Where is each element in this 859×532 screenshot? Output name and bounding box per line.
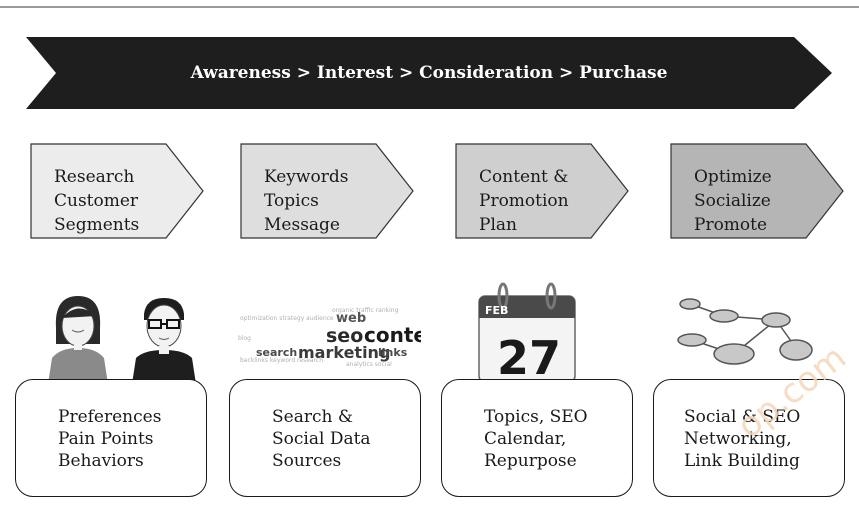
step-line: Socialize (694, 191, 771, 211)
step-line: Keywords (264, 167, 349, 187)
word-cloud-icon: optimization strategy audience organic t… (236, 300, 421, 372)
svg-text:backlinks keyword research: backlinks keyword research (240, 357, 323, 364)
word-cloud-word: web (336, 311, 366, 326)
card-line: Search & (272, 407, 353, 427)
network-icon (677, 298, 813, 365)
step-line: Message (264, 215, 340, 235)
word-cloud-word: search (256, 346, 297, 359)
step-line: Promotion (479, 191, 569, 211)
card-line: Topics, SEO (484, 407, 588, 427)
step-line: Content & (479, 167, 569, 187)
card-line: Repurpose (484, 451, 577, 471)
step-line: Optimize (694, 167, 772, 187)
step-optimize: Optimize Socialize Promote (670, 143, 844, 239)
step-line: Segments (54, 215, 140, 235)
card-topics: Topics, SEO Calendar, Repurpose (441, 379, 633, 497)
step-label: Content & Promotion Plan (479, 165, 589, 237)
card-line: Behaviors (58, 451, 144, 471)
funnel-banner: Awareness > Interest > Consideration > P… (26, 37, 832, 109)
card-line: Link Building (684, 451, 800, 471)
card-line: Social Data (272, 429, 371, 449)
word-cloud-word: links (378, 346, 408, 359)
people-icon (48, 296, 196, 384)
card-text: Search & Social Data Sources (272, 406, 422, 472)
card-audience: Preferences Pain Points Behaviors (15, 379, 207, 497)
banner-arrow-shape (26, 37, 832, 109)
svg-text:organic traffic ranking: organic traffic ranking (332, 307, 399, 314)
card-line: Pain Points (58, 429, 154, 449)
card-social: Social & SEO Networking, Link Building (653, 379, 845, 497)
step-line: Research (54, 167, 135, 187)
step-line: Plan (479, 215, 517, 235)
calendar-icon: FEB 27 (478, 282, 576, 382)
step-line: Promote (694, 215, 768, 235)
word-cloud-word: seo (326, 325, 363, 347)
svg-text:optimization strategy audience: optimization strategy audience (240, 315, 334, 322)
step-label: Keywords Topics Message (264, 165, 374, 237)
svg-text:blog: blog (238, 335, 251, 342)
card-text: Topics, SEO Calendar, Repurpose (484, 406, 634, 472)
step-label: Optimize Socialize Promote (694, 165, 804, 237)
banner-text: Awareness > Interest > Consideration > P… (190, 63, 668, 83)
word-cloud-word: content (364, 323, 421, 347)
step-content-plan: Content & Promotion Plan (455, 143, 629, 239)
step-research: Research Customer Segments (30, 143, 204, 239)
card-line: Sources (272, 451, 342, 471)
card-text: Preferences Pain Points Behaviors (58, 406, 208, 472)
card-line: Preferences (58, 407, 162, 427)
card-line: Networking, (684, 429, 792, 449)
svg-text:analytics social: analytics social (346, 361, 392, 368)
step-line: Customer (54, 191, 139, 211)
word-cloud-word: marketing (298, 343, 390, 362)
card-line: Social & SEO (684, 407, 801, 427)
step-label: Research Customer Segments (54, 165, 164, 237)
step-keywords: Keywords Topics Message (240, 143, 414, 239)
top-rule (0, 6, 859, 8)
calendar-day: 27 (497, 331, 561, 382)
step-line: Topics (264, 191, 319, 211)
calendar-month: FEB (485, 304, 508, 317)
card-text: Social & SEO Networking, Link Building (684, 406, 834, 472)
card-data-sources: Search & Social Data Sources (229, 379, 421, 497)
card-line: Calendar, (484, 429, 567, 449)
